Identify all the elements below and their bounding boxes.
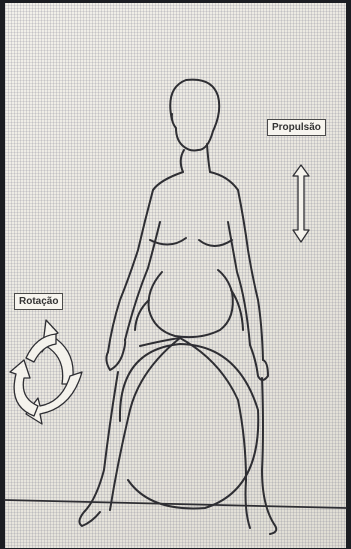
torso-left <box>108 172 183 352</box>
left-hip <box>135 300 149 330</box>
right-leg-outer <box>262 378 276 534</box>
belly <box>149 270 233 337</box>
right-breast <box>199 240 232 246</box>
propulsion-label: Propulsão <box>267 119 326 136</box>
head-hair <box>170 80 219 151</box>
circular-rotation-arrows-icon <box>10 320 82 424</box>
right-leg-inner <box>180 338 250 528</box>
right-hand <box>250 345 268 380</box>
rotation-label: Rotação <box>14 293 63 310</box>
birth-ball <box>120 344 258 508</box>
left-leg-inner <box>110 338 180 510</box>
up-down-double-arrow-icon <box>293 165 309 242</box>
